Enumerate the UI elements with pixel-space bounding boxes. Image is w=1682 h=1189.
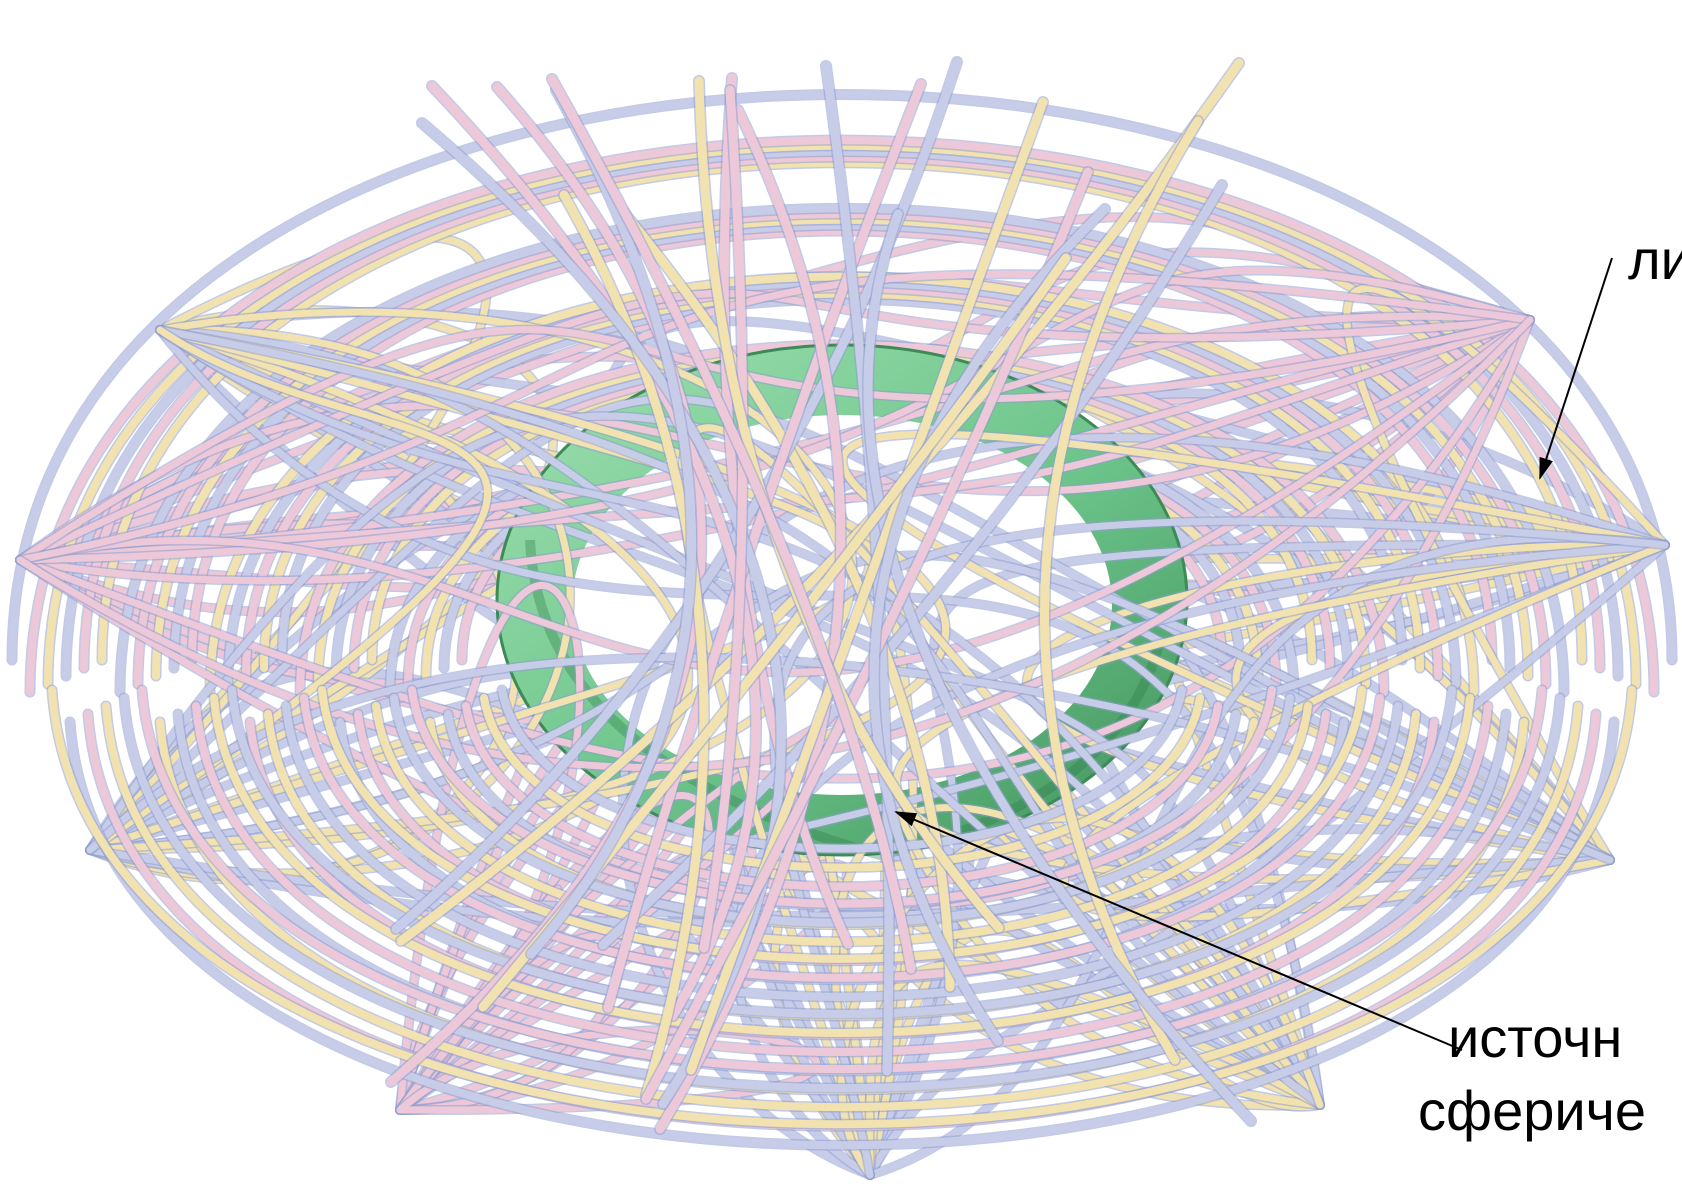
source-label-line-2: сфериче [1418, 1083, 1646, 1139]
source-label-line-1: источн [1448, 1010, 1622, 1066]
field-line-label: ли [1628, 232, 1682, 288]
